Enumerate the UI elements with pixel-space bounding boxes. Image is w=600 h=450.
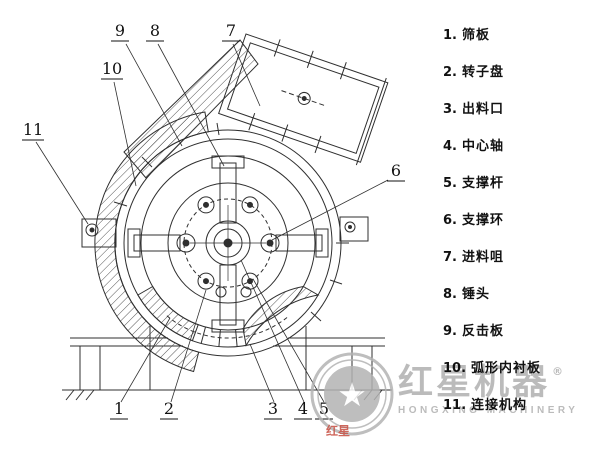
registered-mark: ® (552, 365, 567, 378)
watermark: ★ 红星机器® HONGXING MACHINERY 红星 (300, 348, 600, 448)
leader-lines (35, 43, 389, 403)
callout-10: 10 (102, 59, 122, 78)
screen-plate (137, 285, 320, 347)
watermark-text: 红星机器® HONGXING MACHINERY (398, 363, 579, 417)
callout-9: 9 (115, 21, 125, 40)
callout-1: 1 (114, 399, 124, 418)
rotor-disc (167, 182, 289, 304)
callout-6: 6 (391, 161, 401, 180)
callout-7: 7 (226, 21, 236, 40)
right-mount (339, 216, 369, 242)
watermark-subtitle: HONGXING MACHINERY (398, 405, 579, 416)
callout-numbers: 9 8 7 10 11 6 1 2 3 4 5 (22, 21, 405, 420)
callout-4: 4 (298, 399, 308, 418)
callout-11: 11 (23, 120, 43, 139)
watermark-stamp: 红星 (326, 424, 351, 438)
star-icon: ★ (337, 375, 367, 414)
watermark-brand: 红星机器® (398, 363, 567, 403)
callout-5: 5 (319, 399, 329, 418)
center-shaft (190, 205, 266, 281)
connection-mechanism (81, 218, 117, 248)
hongxing-logo-icon: ★ (310, 352, 394, 436)
callout-8: 8 (150, 21, 160, 40)
callout-3: 3 (268, 399, 278, 418)
callout-2: 2 (164, 399, 174, 418)
chute-bolt-detail (281, 90, 328, 107)
